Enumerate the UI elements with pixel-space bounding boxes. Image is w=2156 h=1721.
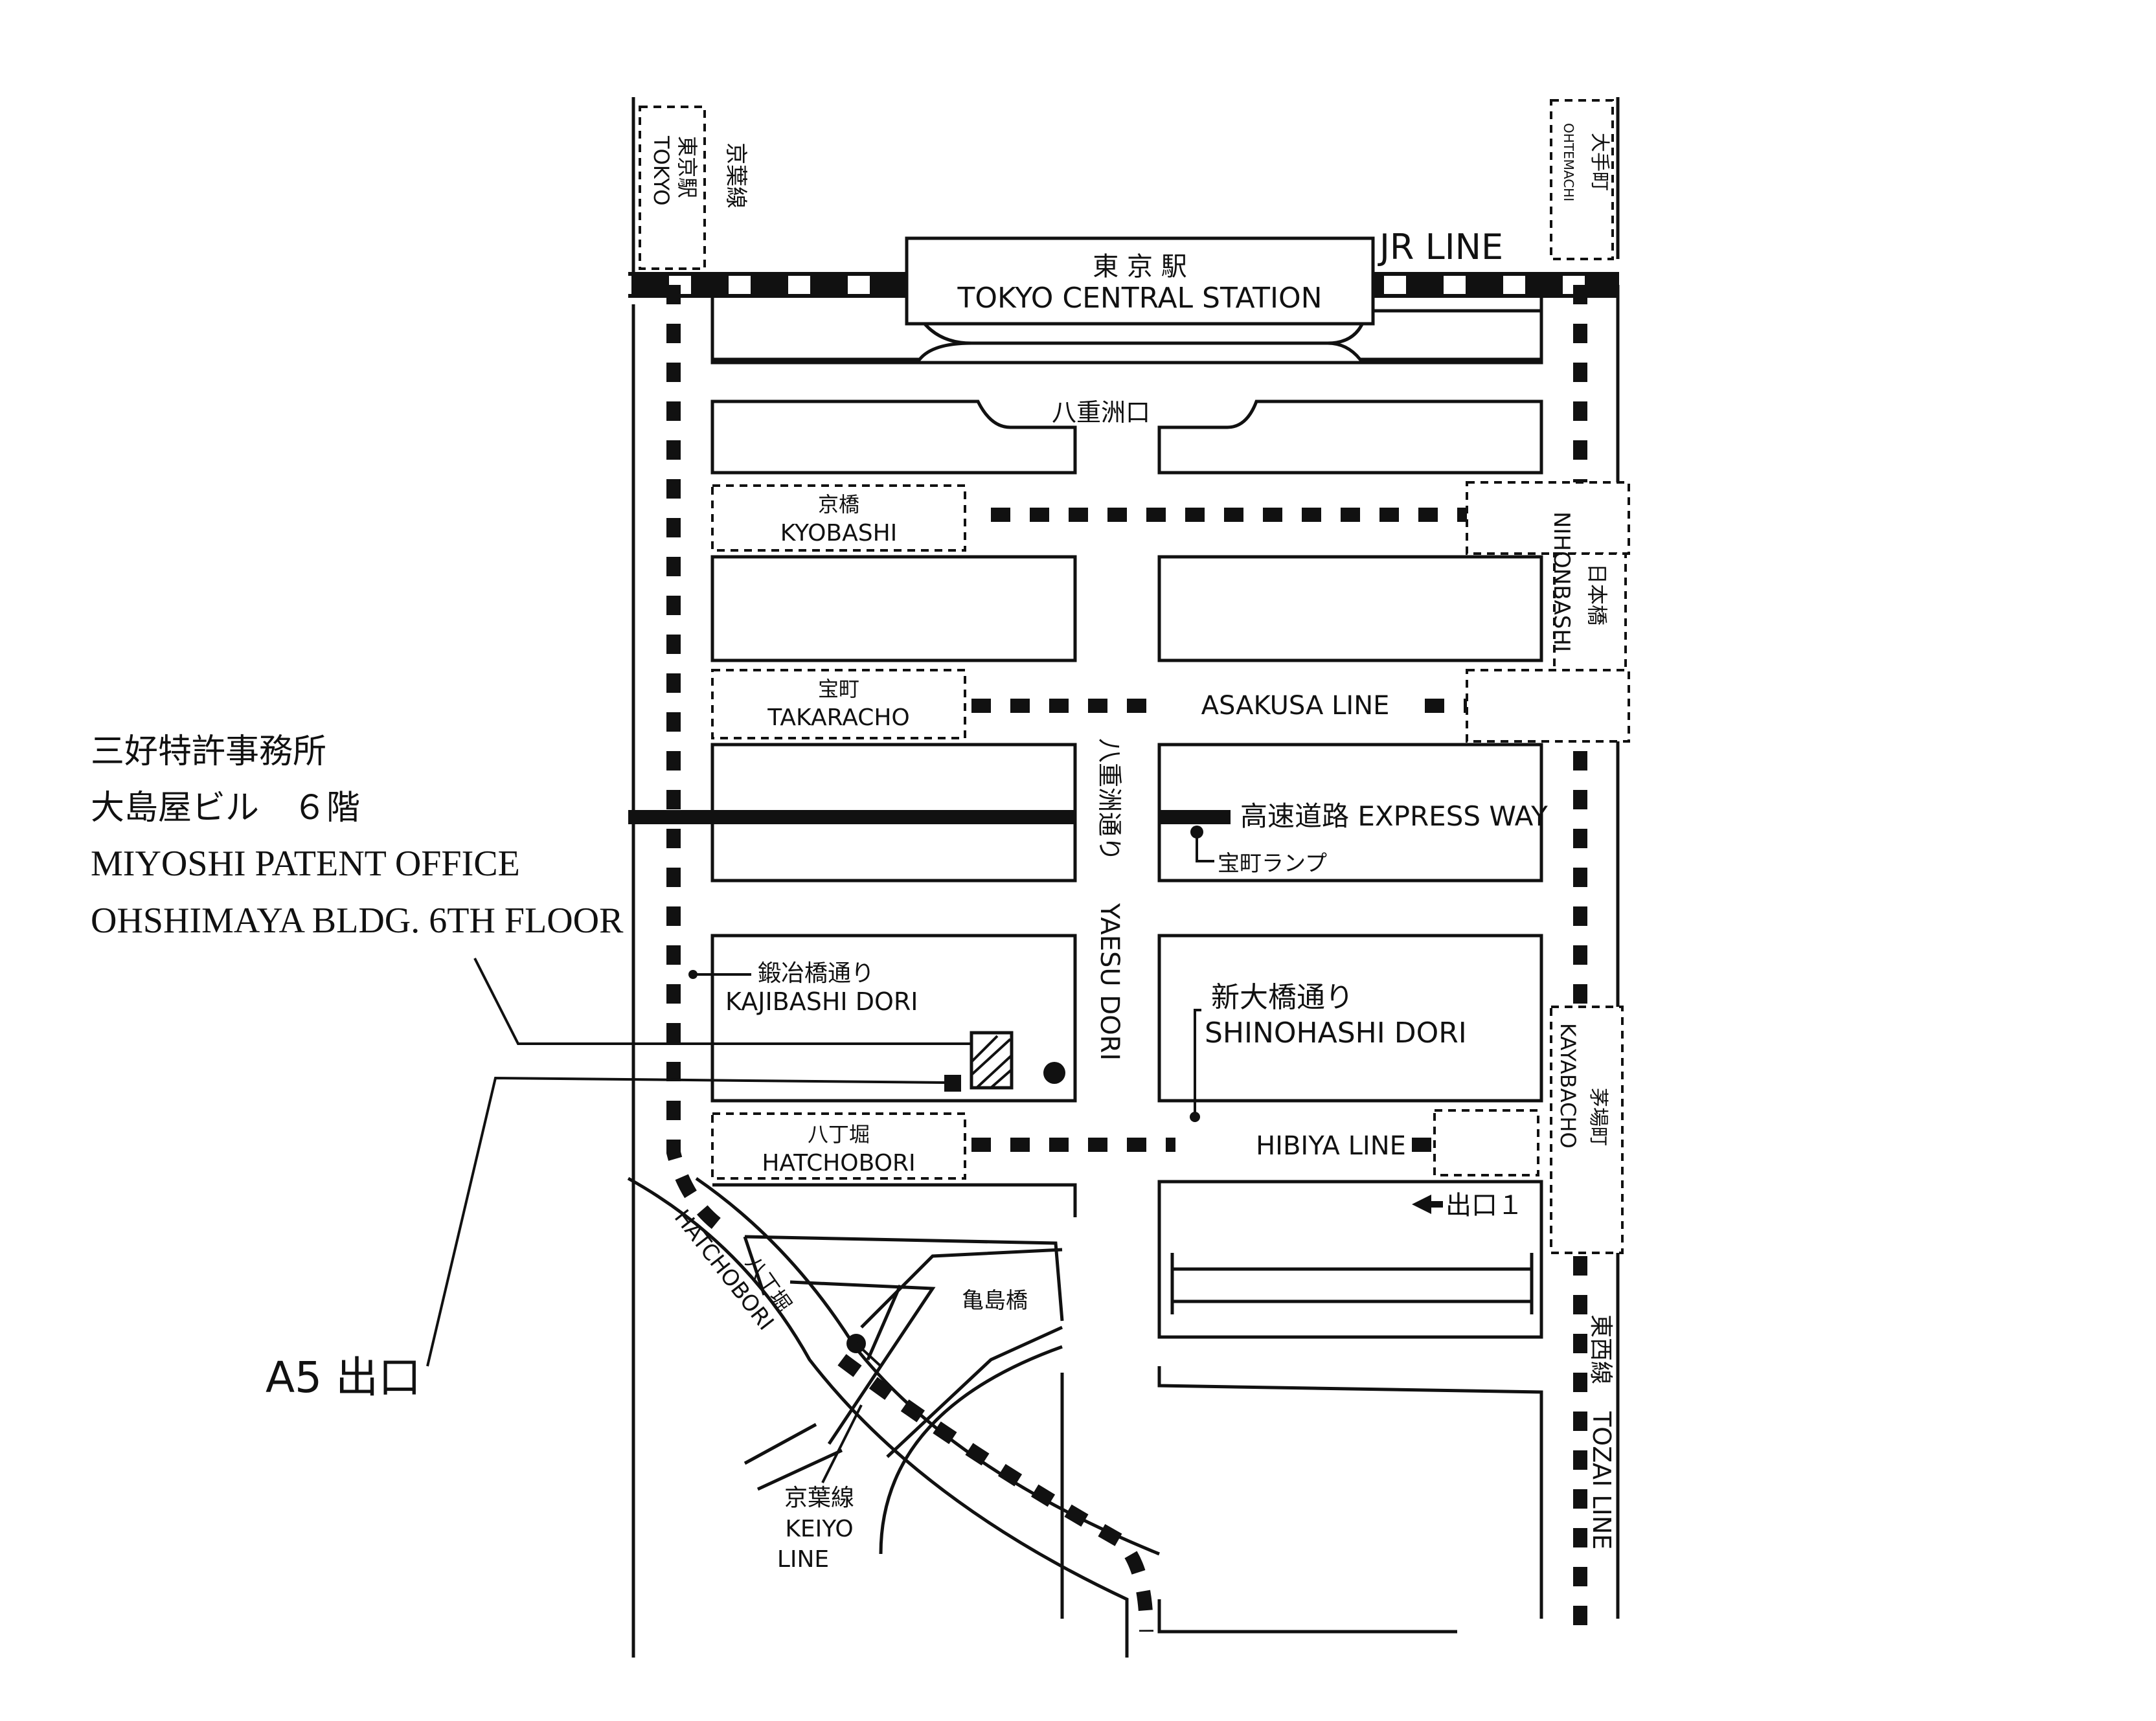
kajibashi-en: KAJIBASHI DORI [725,987,918,1016]
takaracho-en: TAKARACHO [767,704,910,731]
kajibashi-jp: 鍛冶橋通り [758,960,874,987]
asakusa-line-label: ASAKUSA LINE [1201,691,1390,721]
office-name-jp: 三好特許事務所 [91,734,326,771]
yaesu-dori-jp: 八重洲通り [1095,738,1124,861]
kayabacho-jp: 茅場町 [1587,1088,1609,1146]
nihonbashi-jp: 日本橋 [1585,563,1609,625]
kajibashi-dot [688,970,698,979]
tokyo-central-station-box [905,236,1375,326]
tokyo-station-jp: 東京駅 [675,136,699,198]
exit-a5-label: A5 出口 [266,1353,421,1402]
nihonbashi-en: NIHONBASHI [1549,512,1574,652]
kayabacho-en: KAYABACHO [1556,1023,1580,1149]
tokyo-central-jp: 東 京 駅 [1093,252,1186,282]
landmark-dot [1043,1062,1065,1084]
office-building-marker [970,1031,1014,1090]
yaesuguchi-label: 八重洲口 [1052,398,1150,427]
kyobashi-en: KYOBASHI [780,520,898,546]
otemachi-en: OHTEMACHI [1561,123,1576,201]
jr-line-label: JR LINE [1378,227,1503,267]
otemachi-jp: 大手町 [1588,133,1611,191]
station-boxes [639,99,1630,1254]
keiyo-jp: 京葉線 [784,1485,854,1511]
office-building-en: OHSHIMAYA BLDG. 6TH FLOOR [91,901,624,941]
kyobashi-jp: 京橋 [818,492,859,517]
shinohashi-jp: 新大橋通り [1211,981,1354,1014]
map-labels: 東 京 駅 TOKYO CENTRAL STATION JR LINE 東京駅 … [649,123,1616,1573]
expressway-label: 高速道路 EXPRESS WAY [1240,800,1548,832]
exit1-label: 出口１ [1446,1191,1523,1220]
tokyo-station-en: TOKYO [649,135,674,206]
kameshima-label: 亀島橋 [962,1288,1028,1314]
exit1-arrow-icon [1412,1195,1431,1214]
office-info: 三好特許事務所 大島屋ビル ６階 MIYOSHI PATENT OFFICE O… [91,734,624,941]
keiyo-en2: LINE [777,1546,829,1573]
office-building-jp: 大島屋ビル ６階 [91,790,360,827]
hatchobori-en: HATCHOBORI [762,1150,915,1176]
tokyo-central-en: TOKYO CENTRAL STATION [957,282,1322,315]
keiyo-en1: KEIYO [785,1516,853,1542]
office-name-en: MIYOSHI PATENT OFFICE [91,844,520,884]
takara-ramp-label: 宝町ランプ [1218,851,1327,877]
keiyo-line-top-jp: 京葉線 [723,142,749,208]
yaesu-dori-en: YAESU DORI [1095,903,1124,1061]
subway-lines [666,285,1587,1632]
takaracho-jp: 宝町 [818,677,859,701]
a5-exit-marker [944,1075,961,1092]
hibiya-line-label: HIBIYA LINE [1256,1131,1406,1161]
hatchobori-jp: 八丁堀 [808,1122,870,1147]
shinohashi-en: SHINOHASHI DORI [1205,1017,1467,1050]
leader-lines [426,832,1214,1483]
tozai-en: TOZAI LINE [1587,1411,1616,1549]
tozai-jp: 東西線 [1587,1314,1614,1384]
